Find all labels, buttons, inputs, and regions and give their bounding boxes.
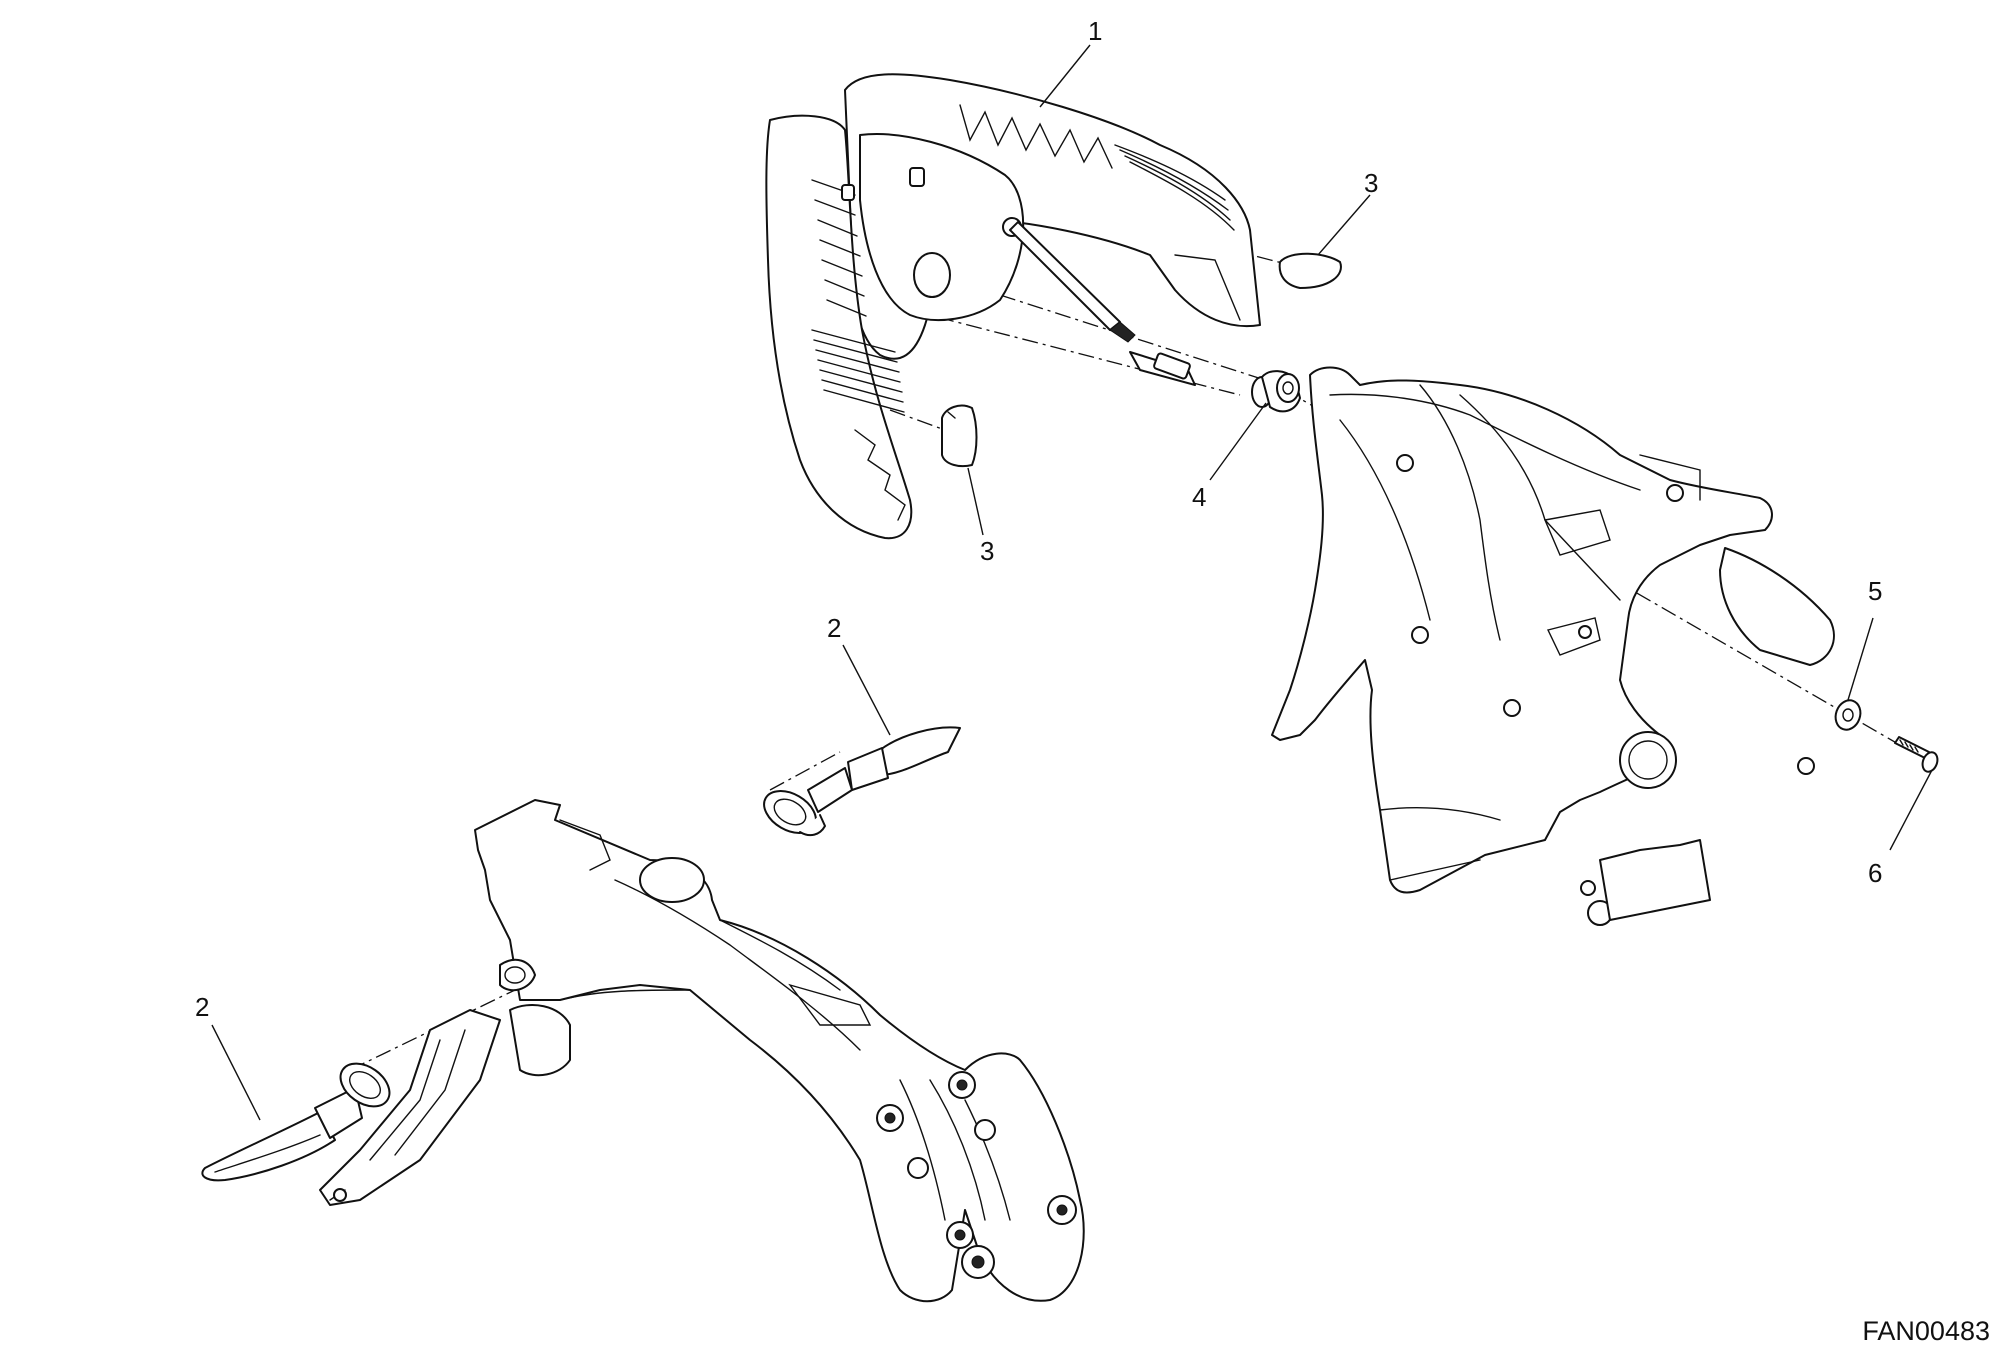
screw: [1894, 736, 1939, 773]
tail-light-cover: [765, 73, 1261, 540]
callout-6: 6: [1868, 858, 1882, 888]
lower-subframe: [319, 799, 1085, 1303]
callout-3-upper: 3: [1364, 168, 1378, 198]
grommet-cap-upper: [1278, 252, 1342, 289]
callout-leaders: [211, 44, 1933, 1121]
callout-labels: 1 3 3 4 2 2 5 6: [195, 16, 1882, 1022]
rubber-bushing: [1251, 370, 1301, 413]
rear-bracket: [1271, 366, 1835, 926]
figure-code: FAN00483: [1862, 1316, 1990, 1346]
callout-5: 5: [1868, 576, 1882, 606]
callout-2-lower: 2: [195, 992, 209, 1022]
subframe-mount-studs: [876, 1071, 1077, 1279]
washer: [1834, 699, 1862, 731]
callout-4: 4: [1192, 482, 1206, 512]
turn-signal-upper: [763, 726, 961, 837]
callout-3-lower: 3: [980, 536, 994, 566]
cover-ribbed-lens: [811, 329, 905, 413]
grommet-cap-lower: [941, 404, 978, 468]
callout-2-upper: 2: [827, 613, 841, 643]
turn-signal-lower: [201, 1062, 391, 1182]
callout-1: 1: [1088, 16, 1102, 46]
